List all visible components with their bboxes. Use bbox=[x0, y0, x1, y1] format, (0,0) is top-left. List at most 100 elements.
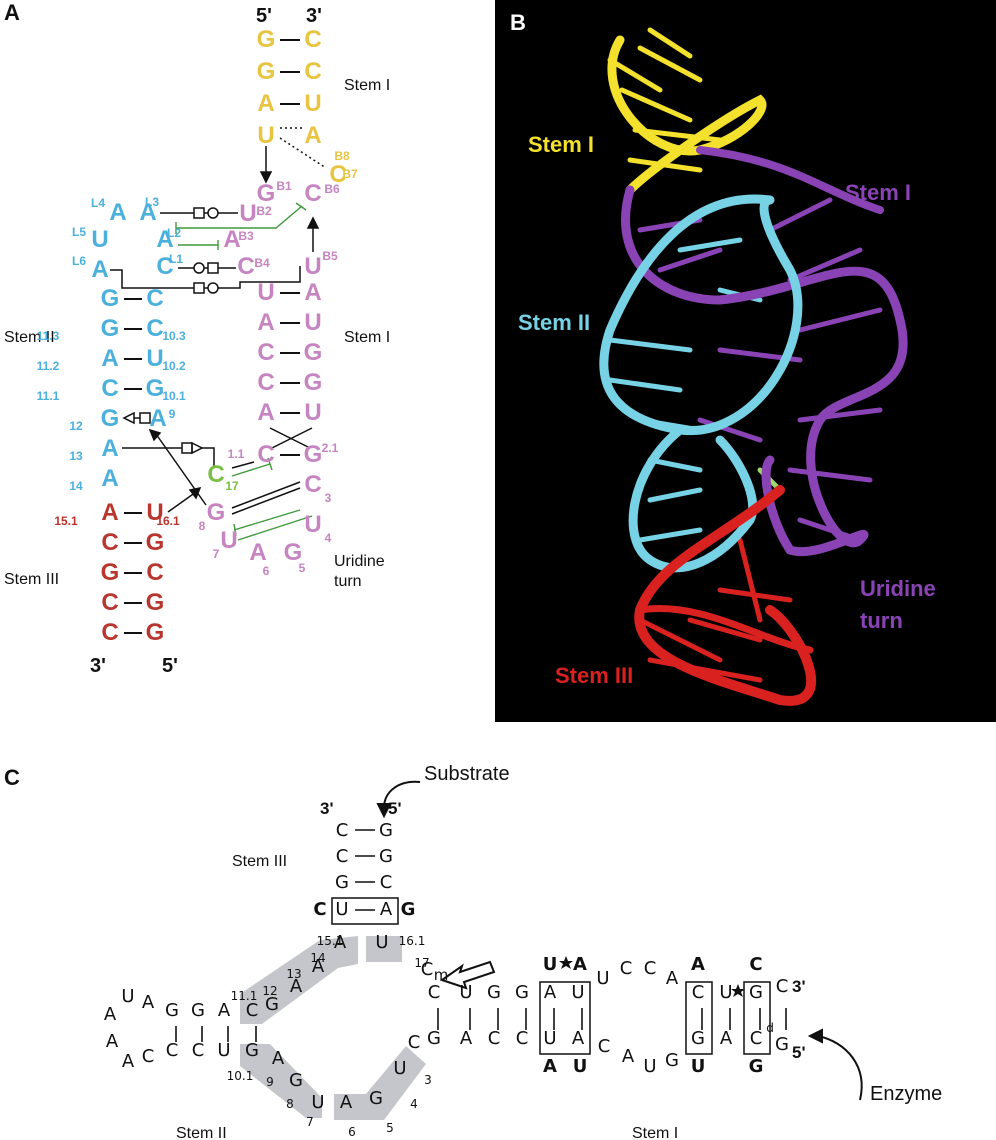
nucleotide: A bbox=[149, 405, 166, 432]
nucleotide: A bbox=[101, 465, 118, 492]
nucleotide: G bbox=[665, 1050, 679, 1071]
nucleotide: C bbox=[146, 559, 163, 586]
nucleotide: A bbox=[543, 1056, 557, 1077]
nucleotide: G bbox=[487, 982, 501, 1003]
nucleotide-number: 7 bbox=[306, 1115, 314, 1129]
nucleotide: C bbox=[408, 1032, 421, 1053]
nucleotide: G bbox=[146, 589, 165, 616]
nucleotide-number: 13 bbox=[69, 449, 83, 463]
nucleotide-number: 8 bbox=[286, 1097, 294, 1111]
nucleotide: U bbox=[393, 1058, 406, 1079]
nucleotide: U bbox=[691, 1056, 706, 1077]
b-stem2-label: Stem II bbox=[518, 310, 590, 335]
panel-c-arrows bbox=[376, 780, 863, 1101]
nucleotide-number: 2.1 bbox=[322, 441, 339, 455]
nucleotide: G bbox=[257, 180, 276, 207]
nucleotide-number: 10.2 bbox=[162, 359, 186, 373]
nucleotide: C bbox=[101, 619, 118, 646]
substrate-label: Substrate bbox=[424, 763, 510, 785]
nucleotide: C bbox=[257, 369, 274, 396]
nucleotide-number: 14 bbox=[69, 479, 83, 493]
nucleotide: C bbox=[313, 899, 326, 920]
nucleotide-number: B5 bbox=[322, 249, 338, 263]
nucleotide: C bbox=[156, 253, 173, 280]
nucleotide: C bbox=[192, 1040, 205, 1061]
nucleotide: C bbox=[488, 1028, 501, 1049]
nucleotide: A bbox=[573, 954, 587, 975]
nucleotide: C bbox=[237, 253, 254, 280]
nucleotide: A bbox=[380, 899, 393, 920]
nucleotide: C bbox=[749, 954, 762, 975]
nucleotide: G bbox=[101, 559, 120, 586]
nucleotide: U bbox=[459, 982, 472, 1003]
nucleotide: U bbox=[121, 986, 134, 1007]
nucleotide: C bbox=[304, 58, 321, 85]
nucleotide: C bbox=[304, 180, 321, 207]
panel-b: B bbox=[495, 0, 996, 722]
nucleotide: A bbox=[622, 1046, 635, 1067]
nucleotide: C bbox=[516, 1028, 529, 1049]
nucleotide: G bbox=[165, 1000, 179, 1021]
nucleotide: A bbox=[666, 968, 679, 989]
nucleotide-number: L5 bbox=[72, 225, 86, 239]
nucleotide: G bbox=[304, 441, 323, 468]
nucleotide: A bbox=[218, 1000, 231, 1021]
nucleotide-number: 10.1 bbox=[227, 1069, 254, 1083]
nucleotide: C bbox=[304, 26, 321, 53]
stem2-label: Stem II bbox=[4, 329, 55, 346]
nucleotide: A bbox=[223, 226, 240, 253]
nucleotide: C bbox=[166, 1040, 179, 1061]
b-uturn-label-2: turn bbox=[860, 608, 903, 633]
nucleotide-number: 9 bbox=[169, 407, 176, 421]
nucleotide: C bbox=[598, 1036, 611, 1057]
nucleotide-number: 11.1 bbox=[37, 389, 60, 403]
nucleotide-number: B3 bbox=[238, 229, 254, 243]
nucleotide: G bbox=[749, 1056, 764, 1077]
nucleotide-number: 3 bbox=[325, 491, 332, 505]
nucleotide: A bbox=[304, 279, 321, 306]
nucleotide-number: 12 bbox=[69, 419, 83, 433]
nucleotide-number: 1.1 bbox=[228, 447, 245, 461]
nucleotide-number: 8 bbox=[199, 519, 206, 533]
nucleotide-number: 10.3 bbox=[162, 329, 186, 343]
nucleotide-number: 12 bbox=[262, 984, 277, 998]
panel-c-pair-lines bbox=[175, 829, 787, 1042]
nucleotide: U bbox=[146, 499, 163, 526]
nucleotide: G bbox=[191, 1000, 205, 1021]
nucleotide: A bbox=[109, 199, 126, 226]
stem3-label: Stem III bbox=[4, 571, 59, 588]
panel-label-a: A bbox=[4, 0, 20, 25]
nucleotide: G bbox=[379, 846, 393, 867]
nucleotide: U bbox=[146, 345, 163, 372]
nucleotide: A bbox=[122, 1051, 135, 1072]
nucleotide: C bbox=[421, 959, 434, 980]
panel-a: A 5' 3' Stem I Stem I Stem II Stem III U… bbox=[4, 0, 390, 677]
nucleotide: U bbox=[596, 968, 609, 989]
nucleotide: U bbox=[220, 527, 237, 554]
nucleotide: G bbox=[257, 58, 276, 85]
nucleotide-number: L6 bbox=[72, 254, 86, 268]
nucleotide: C bbox=[750, 1028, 763, 1049]
nucleotide: G bbox=[775, 1034, 789, 1055]
nucleotide: A bbox=[257, 399, 274, 426]
nucleotide-number: B4 bbox=[254, 256, 270, 270]
nucleotide-number: m bbox=[434, 966, 449, 984]
nucleotide-number: 5 bbox=[386, 1121, 394, 1135]
c-three-prime-top: 3' bbox=[320, 799, 334, 818]
nucleotide: G bbox=[265, 994, 279, 1015]
nucleotide-number: 7 bbox=[213, 547, 220, 561]
nucleotide: G bbox=[749, 982, 763, 1003]
nucleotide: G bbox=[379, 820, 393, 841]
nucleotide: C bbox=[257, 441, 274, 468]
nucleotide: G bbox=[146, 619, 165, 646]
nucleotide-number: 13 bbox=[286, 967, 301, 981]
nucleotide: U bbox=[91, 226, 108, 253]
nucleotide: G bbox=[284, 539, 303, 566]
nucleotide: A bbox=[249, 539, 266, 566]
nucleotide: U bbox=[311, 1092, 324, 1113]
nucleotide: C bbox=[146, 285, 163, 312]
nucleotide: G bbox=[401, 899, 416, 920]
